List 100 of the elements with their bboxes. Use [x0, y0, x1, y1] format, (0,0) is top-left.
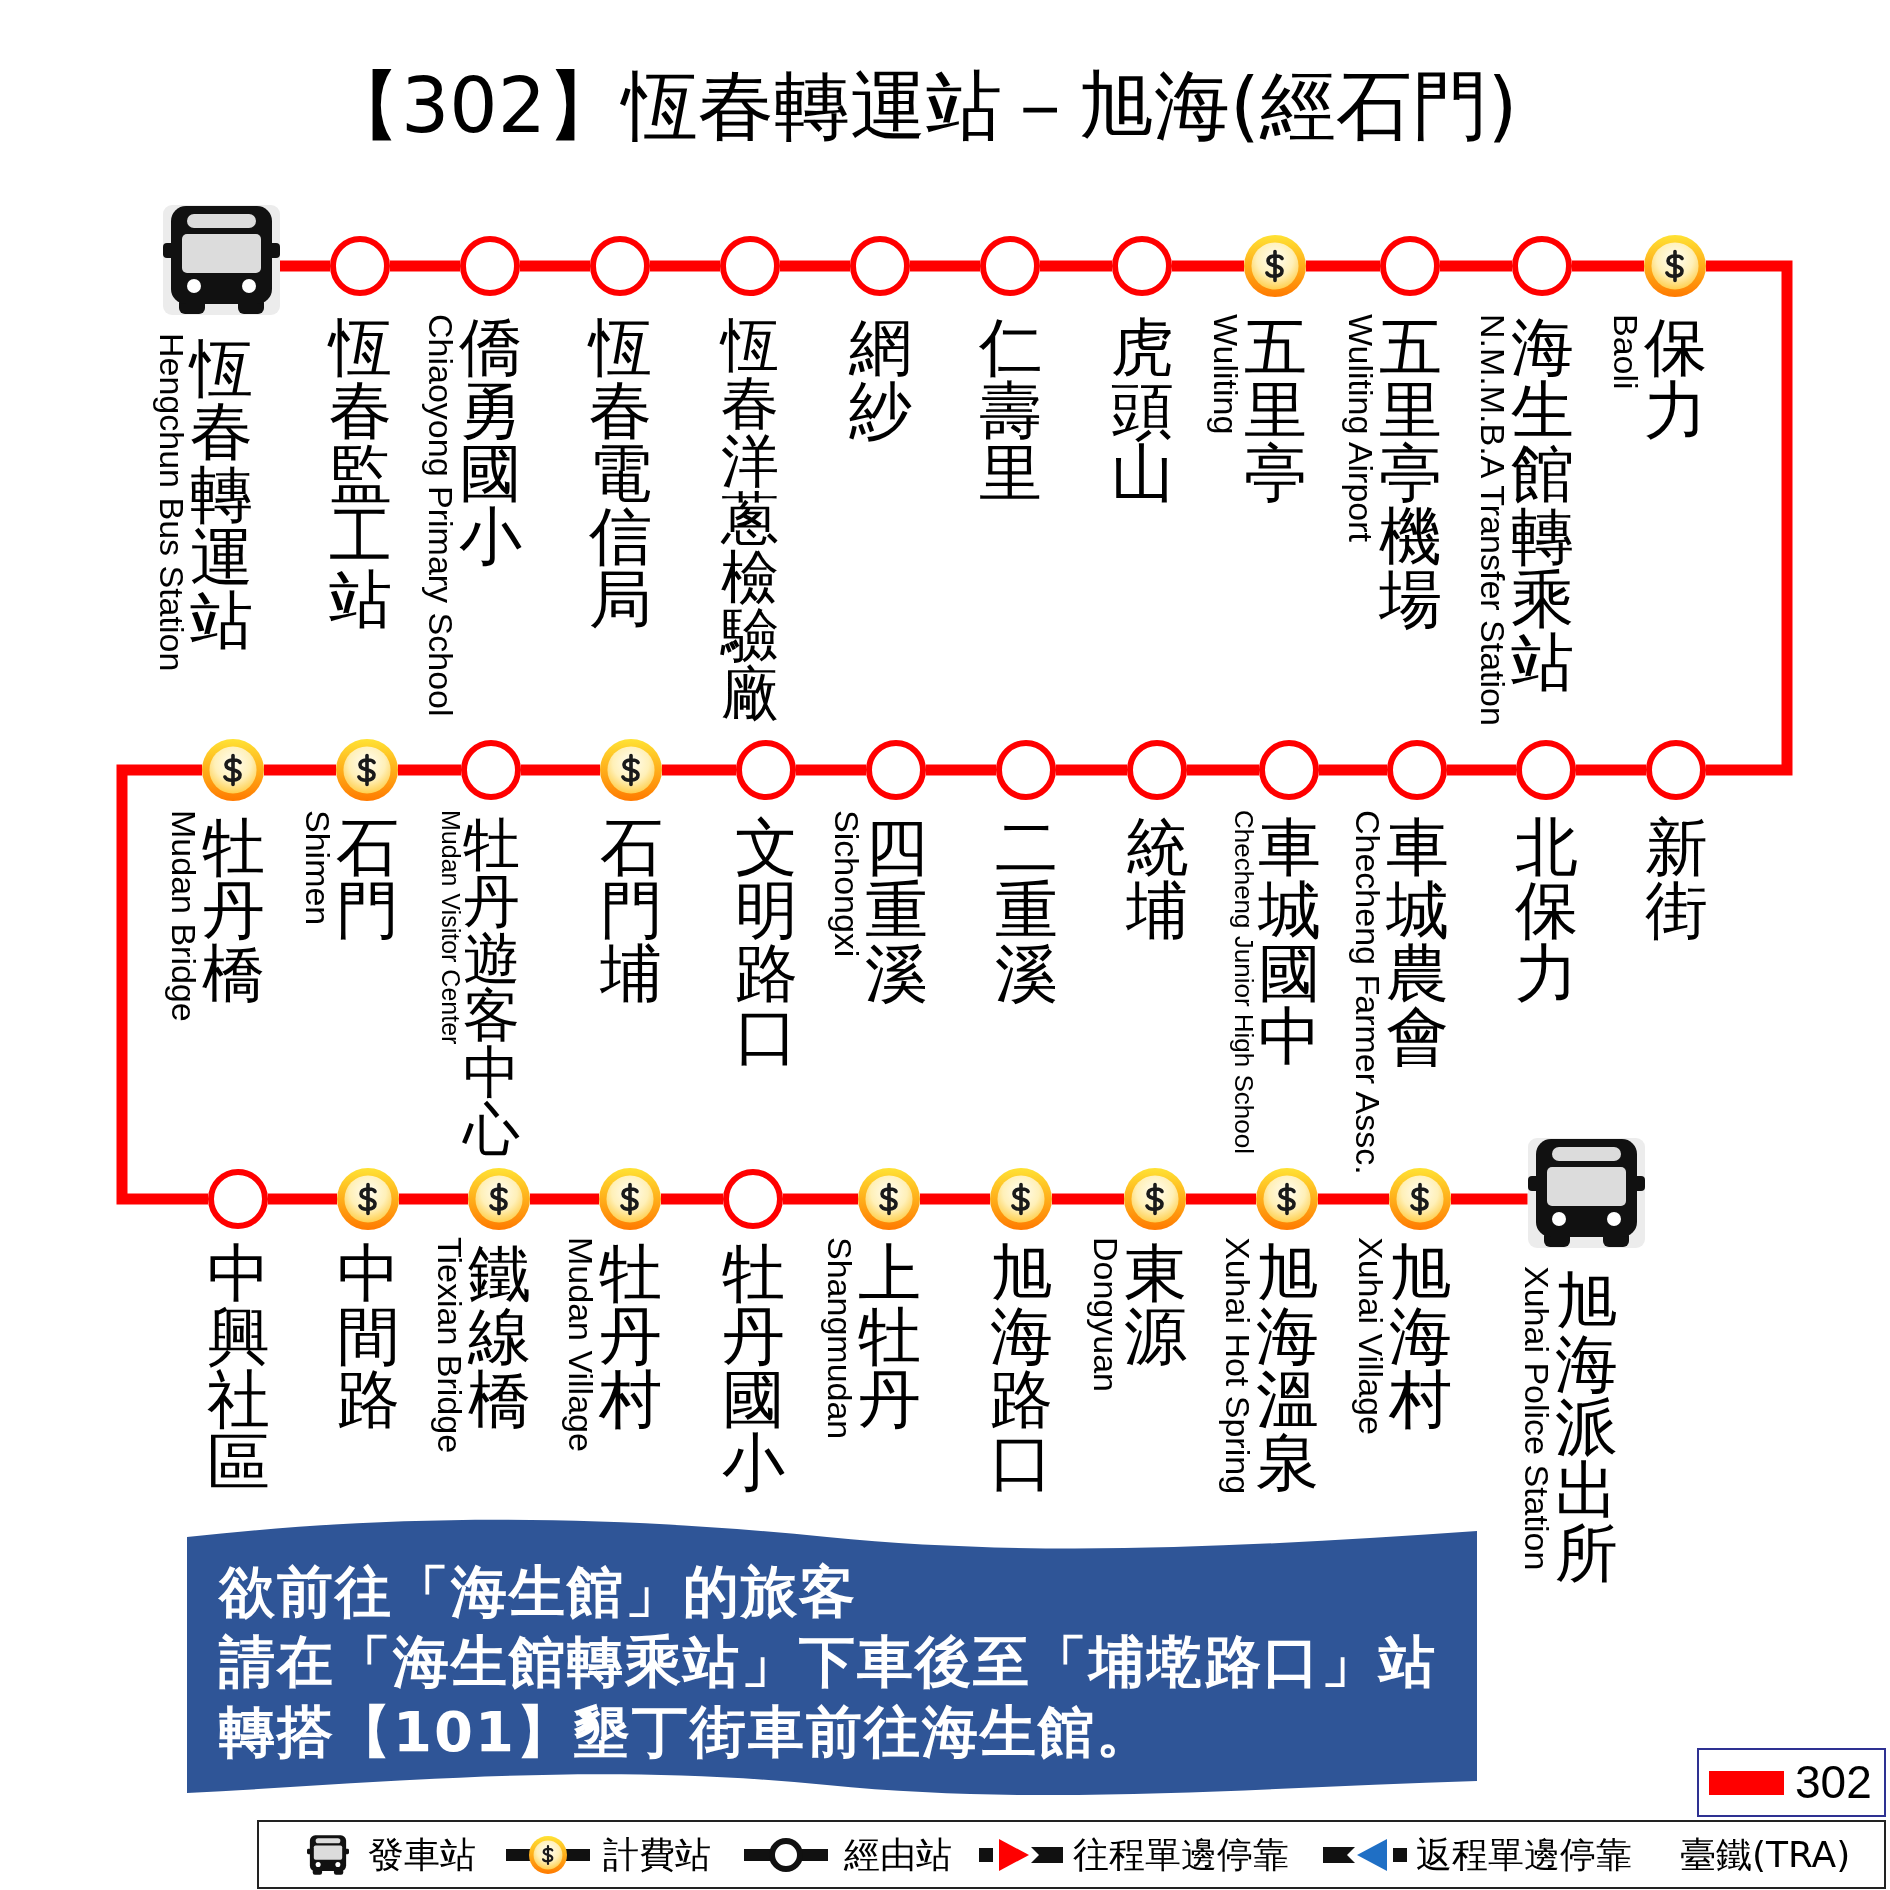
stop-name-english: Shimen — [299, 810, 337, 926]
stop-circle-icon — [1512, 236, 1572, 296]
stop-circle-icon — [850, 236, 910, 296]
stop-name-english: Mudan Village — [562, 1237, 600, 1452]
stop-name: 牡丹橋 — [200, 816, 266, 1005]
route-line — [268, 1193, 337, 1205]
stop-circle-icon — [1127, 740, 1187, 800]
stop-circle-icon — [866, 740, 926, 800]
stop-name-english: Xuhai Village — [1352, 1237, 1390, 1435]
stop-name-english: Chiaoyong Primary School — [422, 314, 460, 717]
stop-name-english: Xuhai Hot Spring — [1219, 1237, 1257, 1495]
coin-icon — [600, 739, 662, 801]
stop-circle-icon — [1380, 236, 1440, 296]
route-line — [661, 1193, 723, 1205]
route-line — [650, 260, 720, 272]
stop-name: 四重溪 — [863, 816, 929, 1005]
coin-icon — [336, 739, 398, 801]
stop-name-english: Wuliting — [1207, 314, 1245, 435]
route-line — [1040, 260, 1112, 272]
route-line — [530, 1193, 599, 1205]
stop-name: 統埔 — [1124, 816, 1190, 942]
route-line — [399, 1193, 468, 1205]
route-line — [1318, 1193, 1389, 1205]
stop-name: 五里亭機場 — [1377, 316, 1443, 631]
stop-name-english: Tiexian Bridge — [431, 1237, 469, 1454]
stop-name: 保力 — [1642, 316, 1708, 442]
stop-name: 車城國中 — [1256, 816, 1322, 1068]
coin-icon — [599, 1168, 661, 1230]
stop-name: 網紗 — [847, 316, 913, 442]
route-line — [1706, 260, 1793, 776]
route-line — [1572, 260, 1644, 272]
stop-name: 東源 — [1122, 1242, 1188, 1368]
stop-name-english: Sichongxi — [828, 810, 866, 958]
stop-name: 五里亭 — [1242, 316, 1308, 505]
stop-circle-icon — [1516, 740, 1576, 800]
route-line — [1306, 260, 1380, 272]
coin-icon — [1389, 1168, 1451, 1230]
stop-name: 仁壽里 — [977, 316, 1043, 505]
stop-name-english: N.M.M.B.A Transfer Station — [1474, 314, 1512, 726]
stop-name: 文明路口 — [733, 816, 799, 1068]
legend-label: 臺鐵(TRA) — [1680, 1834, 1851, 1875]
coin-icon — [990, 1168, 1052, 1230]
stop-name: 中興社區 — [205, 1242, 271, 1494]
stop-name: 北保力 — [1513, 816, 1579, 1005]
stop-name: 虎頭山 — [1109, 316, 1175, 505]
stop-name-english: Wuliting Airport — [1342, 314, 1380, 543]
stop-name: 恆春洋蔥檢驗廠 — [720, 316, 780, 722]
stop-name: 旭海溫泉 — [1254, 1242, 1320, 1494]
stop-name-english: Xuhai Police Station — [1518, 1266, 1556, 1571]
route-line — [1052, 1193, 1124, 1205]
stop-name: 二重溪 — [993, 816, 1059, 1005]
coin-icon — [1244, 235, 1306, 297]
stop-name-english: Mudan Bridge — [165, 810, 203, 1022]
route-line — [1576, 764, 1646, 776]
stop-circle-icon — [996, 740, 1056, 800]
stop-name: 牡丹遊客中心 — [461, 816, 521, 1158]
legend-label: 發車站 — [368, 1834, 476, 1875]
route-line — [1056, 764, 1127, 776]
route-line — [1447, 764, 1516, 776]
title: 【302】恆春轉運站－旭海(經石門) — [325, 60, 1518, 152]
stop-name: 牡丹村 — [597, 1242, 663, 1431]
route-line — [1451, 1193, 1528, 1205]
stop-circle-icon — [460, 236, 520, 296]
coin-icon — [337, 1168, 399, 1230]
route-line — [1186, 1193, 1256, 1205]
coin-icon — [858, 1168, 920, 1230]
coin-icon — [1644, 235, 1706, 297]
route-line — [264, 764, 336, 776]
route-line — [662, 764, 736, 776]
notice-text: 欲前往「海生館」的旅客 — [219, 1563, 857, 1621]
stop-name: 中間路 — [335, 1242, 401, 1431]
stop-name-english: Mudan Visitor Center — [436, 810, 464, 1045]
route-line — [910, 260, 980, 272]
stop-circle-icon — [736, 740, 796, 800]
stop-name: 旭海派出所 — [1553, 1270, 1619, 1585]
stop-name-english: Checheng Farmer Assc. — [1349, 810, 1387, 1175]
stop-circle-icon — [723, 1169, 783, 1229]
stop-circle-icon — [208, 1169, 268, 1229]
route-line — [398, 764, 461, 776]
stop-name-english: Shangmudan — [821, 1237, 859, 1440]
stop-circle-icon — [590, 236, 650, 296]
stop-name: 車城農會 — [1384, 816, 1450, 1068]
coin-icon — [202, 739, 264, 801]
stop-name: 僑勇國小 — [457, 316, 523, 568]
bus-icon — [162, 205, 280, 315]
stop-name: 恆春電信局 — [587, 316, 653, 631]
stop-name: 新街 — [1643, 816, 1709, 942]
stop-name-english: Checheng Junior High School — [1229, 810, 1259, 1154]
route-line — [1440, 260, 1512, 272]
legend-label: 計費站 — [603, 1834, 711, 1875]
route-line — [783, 1193, 858, 1205]
stop-circle-icon — [980, 236, 1040, 296]
route-line — [926, 764, 996, 776]
coin-icon — [468, 1168, 530, 1230]
stop-circle-icon — [1387, 740, 1447, 800]
legend-label: 往程單邊停靠 — [1073, 1834, 1289, 1875]
stop-name: 牡丹國小 — [720, 1242, 786, 1494]
coin-icon — [1256, 1168, 1318, 1230]
route-line — [796, 764, 866, 776]
stop-circle-icon — [330, 236, 390, 296]
